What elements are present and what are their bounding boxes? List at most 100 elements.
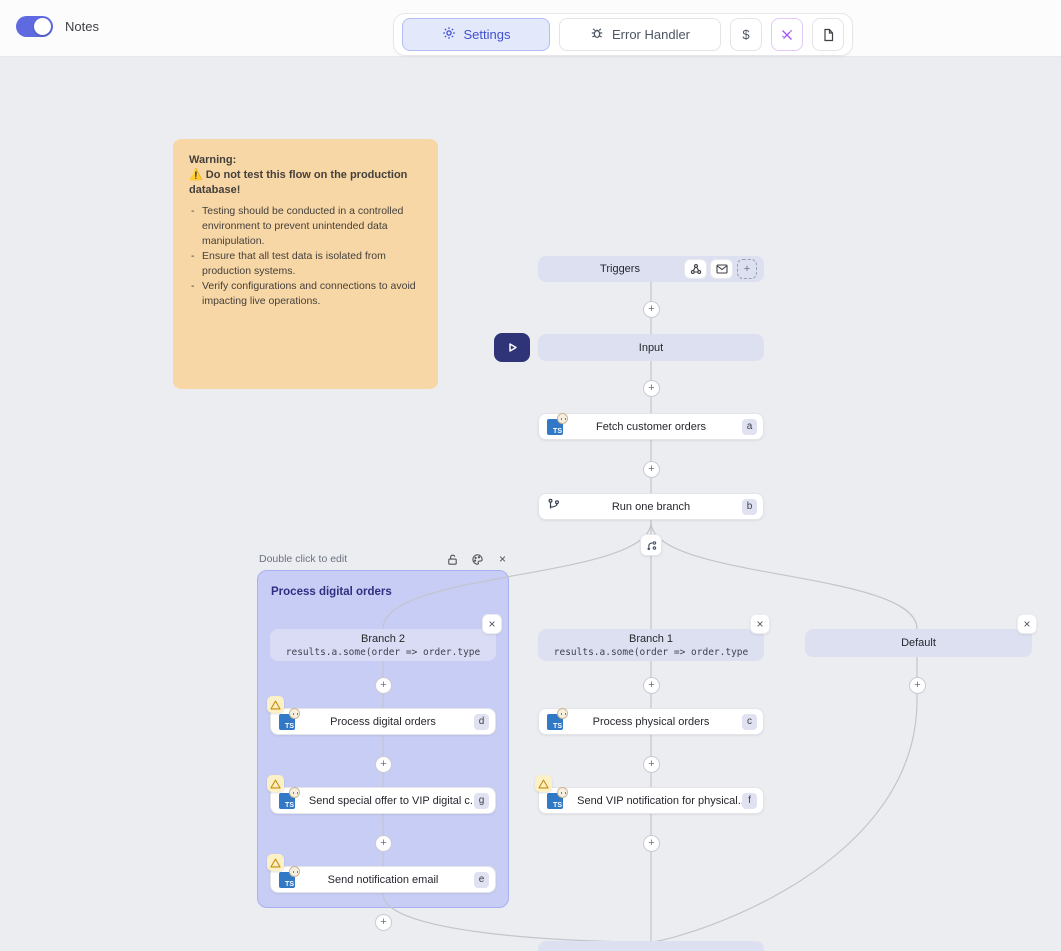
warning-badge: [267, 696, 284, 713]
remove-branch-button[interactable]: ×: [750, 614, 770, 634]
typescript-bun-icon: TS: [547, 786, 568, 809]
email-trigger-icon[interactable]: [711, 260, 732, 278]
step-id-badge: f: [742, 792, 757, 809]
sticky-note-warning[interactable]: Warning: ⚠️ Do not test this flow on the…: [173, 139, 438, 389]
add-step-button[interactable]: +: [375, 914, 392, 931]
bun-runtime-icon: [557, 412, 568, 424]
note-bullet: Verify configurations and connections to…: [189, 279, 422, 309]
add-step-button[interactable]: +: [643, 677, 660, 694]
play-icon: [508, 343, 517, 352]
flow-edge: [651, 657, 918, 943]
note-bullet: Testing should be conducted in a control…: [189, 204, 422, 249]
add-step-button[interactable]: +: [643, 301, 660, 318]
typescript-bun-icon: TS: [547, 707, 568, 730]
warning-badge: [267, 775, 284, 792]
step-id-badge: a: [742, 418, 757, 435]
step-node-e[interactable]: TS Send notification email e: [270, 865, 496, 893]
add-step-button[interactable]: +: [643, 756, 660, 773]
note-bullet: Ensure that all test data is isolated fr…: [189, 249, 422, 279]
settings-label: Settings: [463, 27, 511, 42]
branch-expression: results.a.some(order => order.type: [285, 647, 481, 658]
input-label: Input: [638, 341, 664, 354]
ai-wand-disabled-button[interactable]: [771, 18, 803, 51]
typescript-bun-icon: TS: [279, 707, 300, 730]
step-id-badge: d: [474, 713, 489, 730]
note-alert: ⚠️ Do not test this flow on the producti…: [189, 169, 408, 196]
add-trigger-button[interactable]: +: [737, 259, 757, 279]
flow-toolbar: Settings Error Handler $: [393, 13, 853, 56]
flow-edge: [382, 521, 652, 630]
step-node-c[interactable]: TS Process physical orders c: [538, 707, 764, 735]
remove-branch-button[interactable]: ×: [1017, 614, 1037, 634]
add-step-button[interactable]: +: [375, 677, 392, 694]
step-id-badge: e: [474, 871, 489, 888]
add-step-button[interactable]: +: [909, 677, 926, 694]
step-node-b[interactable]: Run one branch b: [538, 493, 764, 520]
add-step-button[interactable]: +: [643, 835, 660, 852]
add-step-button[interactable]: +: [375, 756, 392, 773]
typescript-bun-icon: TS: [279, 865, 300, 888]
group-close-icon[interactable]: ×: [498, 552, 506, 566]
default-branch-node[interactable]: Default: [805, 629, 1032, 657]
add-step-button[interactable]: +: [643, 461, 660, 478]
unlock-icon[interactable]: [446, 553, 459, 566]
typescript-bun-icon: TS: [547, 412, 568, 435]
branch2-node[interactable]: Branch 2 results.a.some(order => order.t…: [270, 629, 496, 661]
group-title: Process digital orders: [271, 586, 392, 598]
branch-label: Default: [901, 637, 936, 649]
bug-icon: [590, 26, 604, 43]
bun-runtime-icon: [289, 786, 300, 798]
group-edit-hint: Double click to edit: [259, 553, 348, 565]
run-flow-button[interactable]: [494, 333, 530, 362]
settings-button[interactable]: Settings: [402, 18, 550, 51]
bun-runtime-icon: [289, 707, 300, 719]
toggle-knob: [34, 18, 51, 35]
add-step-button[interactable]: +: [643, 380, 660, 397]
warning-badge: [535, 775, 552, 792]
merge-node[interactable]: [538, 941, 764, 951]
notes-toggle[interactable]: [16, 16, 53, 37]
step-title: Send notification email: [327, 873, 439, 886]
step-node-f[interactable]: TS Send VIP notification for physical...…: [538, 786, 764, 814]
note-title: Warning:: [189, 154, 237, 166]
palette-icon[interactable]: [471, 553, 484, 566]
branch-expression: results.a.some(order => order.type: [553, 647, 749, 658]
flow-edge: [650, 521, 918, 630]
step-node-g[interactable]: TS Send special offer to VIP digital c..…: [270, 786, 496, 814]
triggers-label: Triggers: [600, 263, 640, 275]
typescript-bun-icon: TS: [279, 786, 300, 809]
step-title: Send special offer to VIP digital c...: [308, 794, 480, 807]
step-title: Process physical orders: [592, 715, 710, 728]
file-icon: [823, 28, 833, 41]
note-bullet-list: Testing should be conducted in a control…: [189, 204, 422, 309]
step-title: Send VIP notification for physical...: [577, 794, 747, 807]
notes-toggle-label: Notes: [65, 19, 99, 34]
webhook-trigger-icon[interactable]: [685, 260, 706, 278]
add-step-button[interactable]: +: [375, 835, 392, 852]
branch-label: Branch 1: [628, 633, 674, 645]
wand-off-icon: [782, 29, 792, 40]
error-handler-button[interactable]: Error Handler: [559, 18, 721, 51]
step-title: Fetch customer orders: [595, 420, 707, 433]
dollar-button[interactable]: $: [730, 18, 762, 51]
step-node-a[interactable]: TS Fetch customer orders a: [538, 412, 764, 440]
warning-badge: [267, 854, 284, 871]
branch-split-icon: [640, 534, 662, 556]
flow-edge: [382, 893, 651, 943]
branch1-node[interactable]: Branch 1 results.a.some(order => order.t…: [538, 629, 764, 661]
step-title: Run one branch: [611, 500, 691, 513]
remove-branch-button[interactable]: ×: [482, 614, 502, 634]
document-button[interactable]: [812, 18, 844, 51]
triggers-node[interactable]: Triggers +: [538, 256, 764, 282]
step-node-d[interactable]: TS Process digital orders d: [270, 707, 496, 735]
step-title: Process digital orders: [330, 715, 436, 728]
bun-runtime-icon: [557, 786, 568, 798]
input-node[interactable]: Input: [538, 334, 764, 361]
step-id-badge: b: [742, 498, 757, 515]
bun-runtime-icon: [557, 707, 568, 719]
step-id-badge: c: [742, 713, 757, 730]
branch-label: Branch 2: [360, 633, 406, 645]
top-bar: Notes Settings Error Handler $: [0, 0, 1061, 57]
